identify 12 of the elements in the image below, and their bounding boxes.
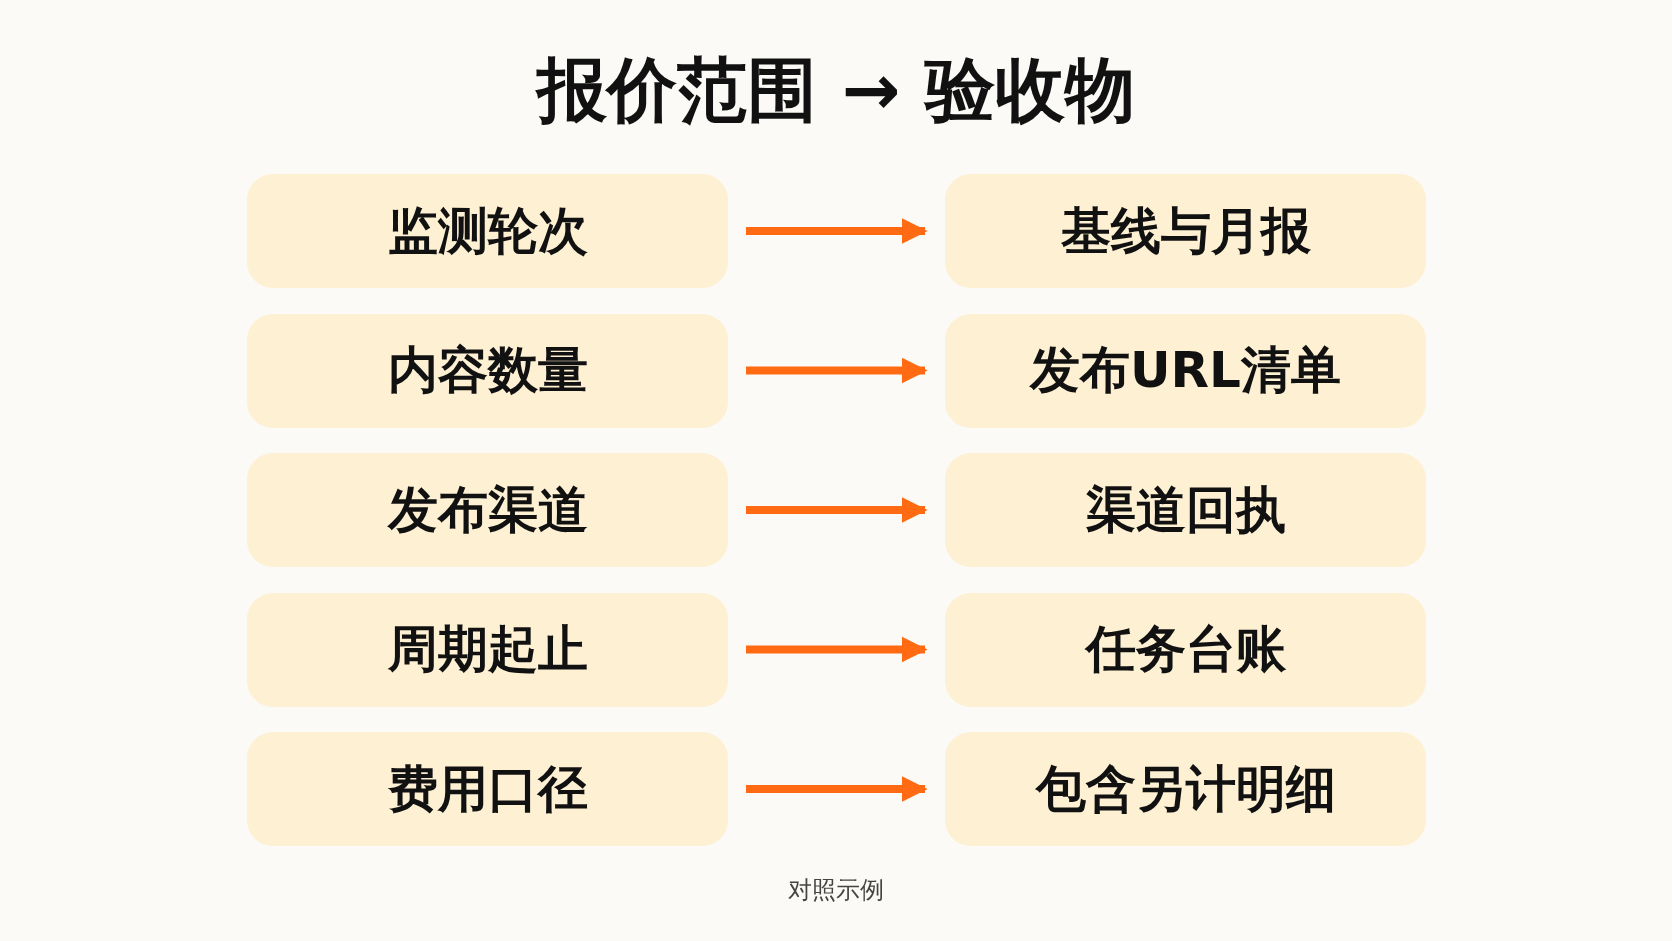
caption: 对照示例 — [787, 875, 885, 906]
text-box: 发布渠道 — [247, 453, 728, 567]
text-box: 内容数量 — [247, 313, 728, 428]
title: 报价范围 → 验收物 — [537, 48, 1135, 133]
text-box: 周期起止 — [247, 592, 728, 707]
text-box: 发布URL清单 — [945, 313, 1426, 428]
text-box: 费用口径 — [247, 732, 728, 846]
text-box: 渠道回执 — [945, 453, 1426, 567]
text-box: 基线与月报 — [945, 174, 1426, 288]
text-box: 包含另计明细 — [945, 732, 1426, 846]
text-box: 监测轮次 — [247, 174, 728, 288]
text-box: 任务台账 — [945, 592, 1426, 707]
